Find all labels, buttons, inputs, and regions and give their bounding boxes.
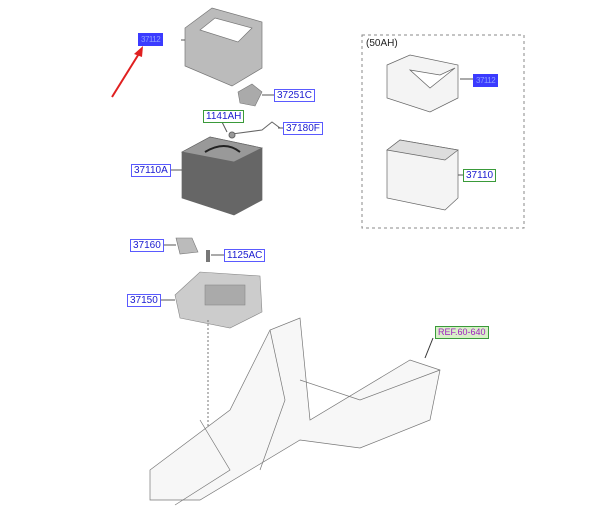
part-label-1141ah[interactable]: 1141AH	[203, 110, 245, 123]
option-cover-drawing	[386, 54, 459, 113]
option-box-border	[361, 34, 525, 229]
battery-drawing	[180, 136, 264, 216]
reference-label[interactable]: REF.60-640	[435, 326, 489, 339]
red-arrow-icon	[111, 46, 143, 98]
part-label-37150[interactable]: 37150	[127, 294, 161, 307]
part-label-37251c[interactable]: 37251C	[274, 89, 316, 102]
vehicle-frame-drawing	[149, 317, 441, 506]
option-battery-drawing	[386, 139, 459, 211]
part-label-37112-option[interactable]: 37112	[473, 74, 499, 87]
battery-cover-drawing	[184, 7, 263, 87]
part-label-37180f[interactable]: 37180F	[283, 122, 323, 135]
bracket-drawing	[237, 83, 263, 107]
cable-drawing	[231, 121, 281, 135]
tray-drawing	[174, 271, 263, 329]
clamp-drawing	[175, 237, 199, 255]
part-label-37110[interactable]: 37110	[463, 169, 497, 182]
bolt-drawing	[206, 250, 210, 262]
part-label-37112-highlighted[interactable]: 37112	[138, 33, 164, 46]
part-label-1125ac[interactable]: 1125AC	[224, 249, 266, 262]
part-label-37110a[interactable]: 37110A	[131, 164, 171, 177]
part-label-37160[interactable]: 37160	[130, 239, 164, 252]
option-box-title: (50AH)	[366, 38, 398, 49]
